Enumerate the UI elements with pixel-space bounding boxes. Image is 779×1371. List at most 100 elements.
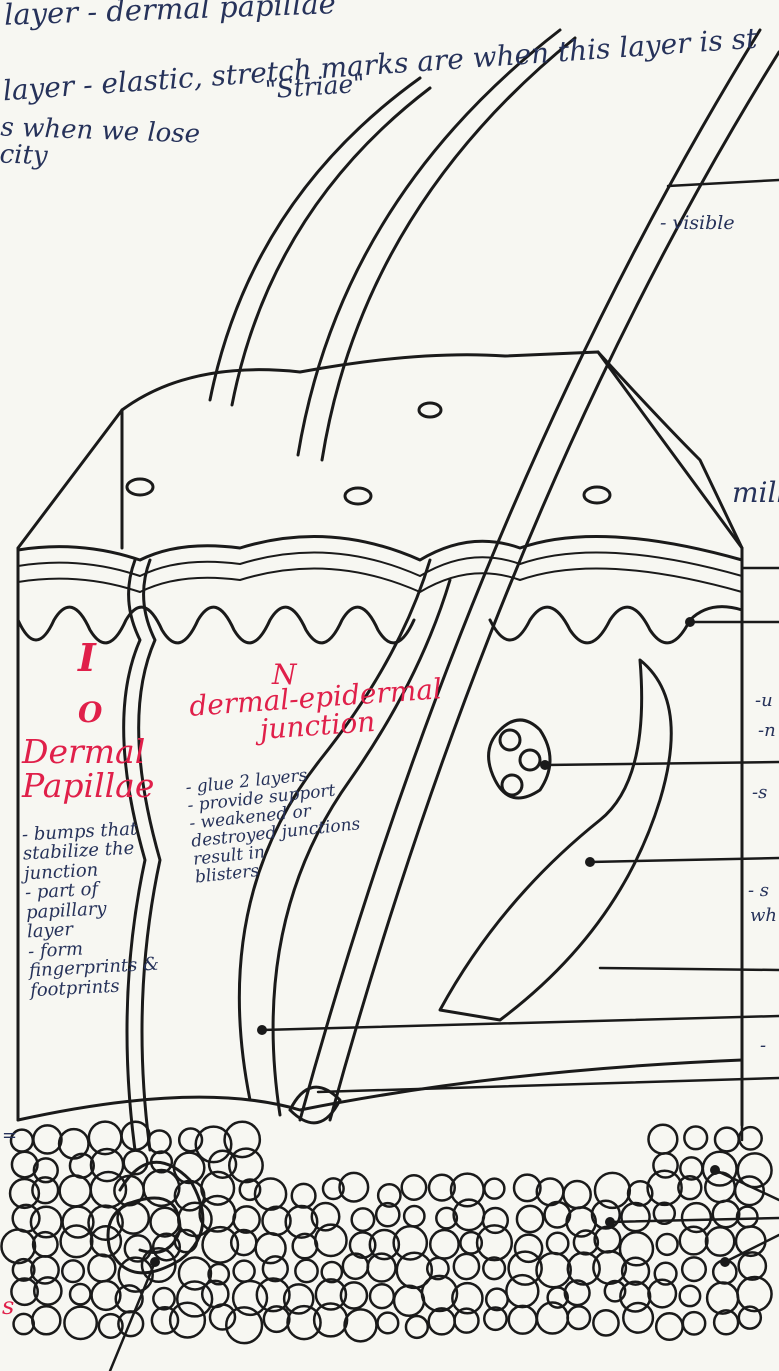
fat-cell [593, 1310, 618, 1335]
visible-label: - visible [660, 214, 735, 234]
sebaceous-gland-lobe-3 [502, 775, 522, 795]
red-label-o: O [78, 698, 102, 727]
fat-cell [656, 1313, 682, 1339]
hypodermis-fat-cells [1, 1122, 771, 1344]
fat-cell [454, 1254, 479, 1279]
fat-cell [370, 1284, 394, 1308]
fat-cell [680, 1286, 700, 1306]
fat-cell [547, 1233, 568, 1254]
fat-cell [345, 1309, 377, 1341]
fat-cell [295, 1260, 317, 1282]
edge-fragment-4: - s [748, 880, 769, 901]
fat-cell [33, 1232, 57, 1256]
fat-cell [563, 1181, 590, 1208]
pointer-line-9 [610, 1218, 779, 1222]
fat-cell [705, 1172, 735, 1202]
fat-cell [713, 1201, 739, 1227]
junction-notes: - glue 2 layers - provide support - weak… [185, 761, 365, 886]
fat-cell [737, 1277, 771, 1311]
pointer-line-4 [545, 762, 779, 765]
pointer-line-1 [668, 180, 779, 186]
hair-shaft-2b [322, 38, 575, 460]
pointer-dot-3 [585, 857, 595, 867]
fat-cell [683, 1312, 705, 1334]
fat-cell [263, 1256, 288, 1281]
fat-cell [738, 1153, 772, 1187]
fat-cell [343, 1254, 368, 1279]
fat-cell [429, 1308, 455, 1334]
pointer-line-7 [262, 1016, 779, 1030]
fat-cell [422, 1276, 457, 1311]
fat-cell [648, 1171, 682, 1205]
fat-cell [64, 1307, 96, 1339]
fat-cell [233, 1206, 259, 1232]
fat-cell [88, 1255, 115, 1282]
pointer-dot-1 [685, 617, 695, 627]
arrector-pili-muscle [440, 660, 671, 1020]
pointer-dot-2 [540, 760, 550, 770]
dermal-papillae-notes: - bumps that stabilize the junction - pa… [22, 819, 161, 1001]
edge-fragment-7: = [2, 1125, 17, 1146]
pointer-line-5 [590, 858, 779, 862]
fat-cell [170, 1303, 205, 1338]
edge-fragment-3: -s [752, 782, 767, 803]
fat-cell [657, 1234, 678, 1255]
fat-cell [62, 1260, 84, 1282]
fat-cell [229, 1149, 262, 1182]
fat-cell [151, 1208, 180, 1237]
fat-cell [506, 1275, 538, 1307]
fat-cell [175, 1181, 204, 1210]
fat-cell [60, 1175, 91, 1206]
fat-cell [233, 1281, 267, 1315]
fat-cell [394, 1286, 424, 1316]
fat-cell [648, 1125, 677, 1154]
pore-1 [127, 479, 153, 495]
fat-cell [430, 1230, 458, 1258]
fat-cell [352, 1208, 374, 1230]
fat-cell [70, 1284, 90, 1304]
fat-cell [623, 1303, 653, 1333]
fat-cell [210, 1304, 235, 1329]
fat-cell [61, 1225, 93, 1257]
dermal-papillae-heading: Dermal Papillae [22, 735, 154, 802]
fat-cell [451, 1174, 484, 1207]
fat-cell [517, 1206, 543, 1232]
fat-cell [1, 1229, 35, 1263]
fat-cell [91, 1226, 121, 1256]
pointer-line-8 [318, 1078, 779, 1092]
pointer-line-6 [600, 968, 779, 970]
fat-cell [179, 1128, 202, 1151]
dermal-papillae-wave-right [490, 607, 742, 643]
fat-cell [406, 1316, 428, 1338]
fat-cell [454, 1200, 485, 1231]
fat-cell [715, 1128, 739, 1152]
fat-cell [593, 1251, 626, 1284]
top-note-lose-elasticity: s when we lose city [0, 115, 201, 177]
pore-3 [419, 403, 441, 417]
fat-cell [404, 1206, 424, 1226]
fat-cell [568, 1253, 600, 1285]
fat-cell [33, 1125, 61, 1153]
fat-cell [14, 1314, 34, 1334]
hair-shaft-1 [210, 78, 420, 400]
fat-cell [148, 1130, 171, 1153]
pointer-dot-4 [257, 1025, 267, 1035]
epidermis-layer-1 [18, 536, 742, 560]
fat-cell [706, 1227, 734, 1255]
fat-cell [682, 1257, 706, 1281]
fat-cell [177, 1282, 212, 1317]
red-label-i: I [78, 638, 96, 678]
fat-cell [378, 1313, 399, 1334]
edge-fragment-5: wh [750, 905, 777, 926]
mill-label: mill [732, 478, 779, 507]
fat-cell [231, 1230, 256, 1255]
fat-cell [707, 1283, 738, 1314]
red-s-fragment: s [2, 1292, 14, 1320]
fat-cell [143, 1170, 179, 1206]
fat-cell [509, 1306, 537, 1334]
fat-cell [234, 1261, 255, 1282]
edge-fragment-2: -n [758, 720, 776, 741]
pore-4 [584, 487, 610, 503]
sebaceous-gland-lobe-2 [520, 750, 540, 770]
fat-cell [684, 1126, 707, 1149]
